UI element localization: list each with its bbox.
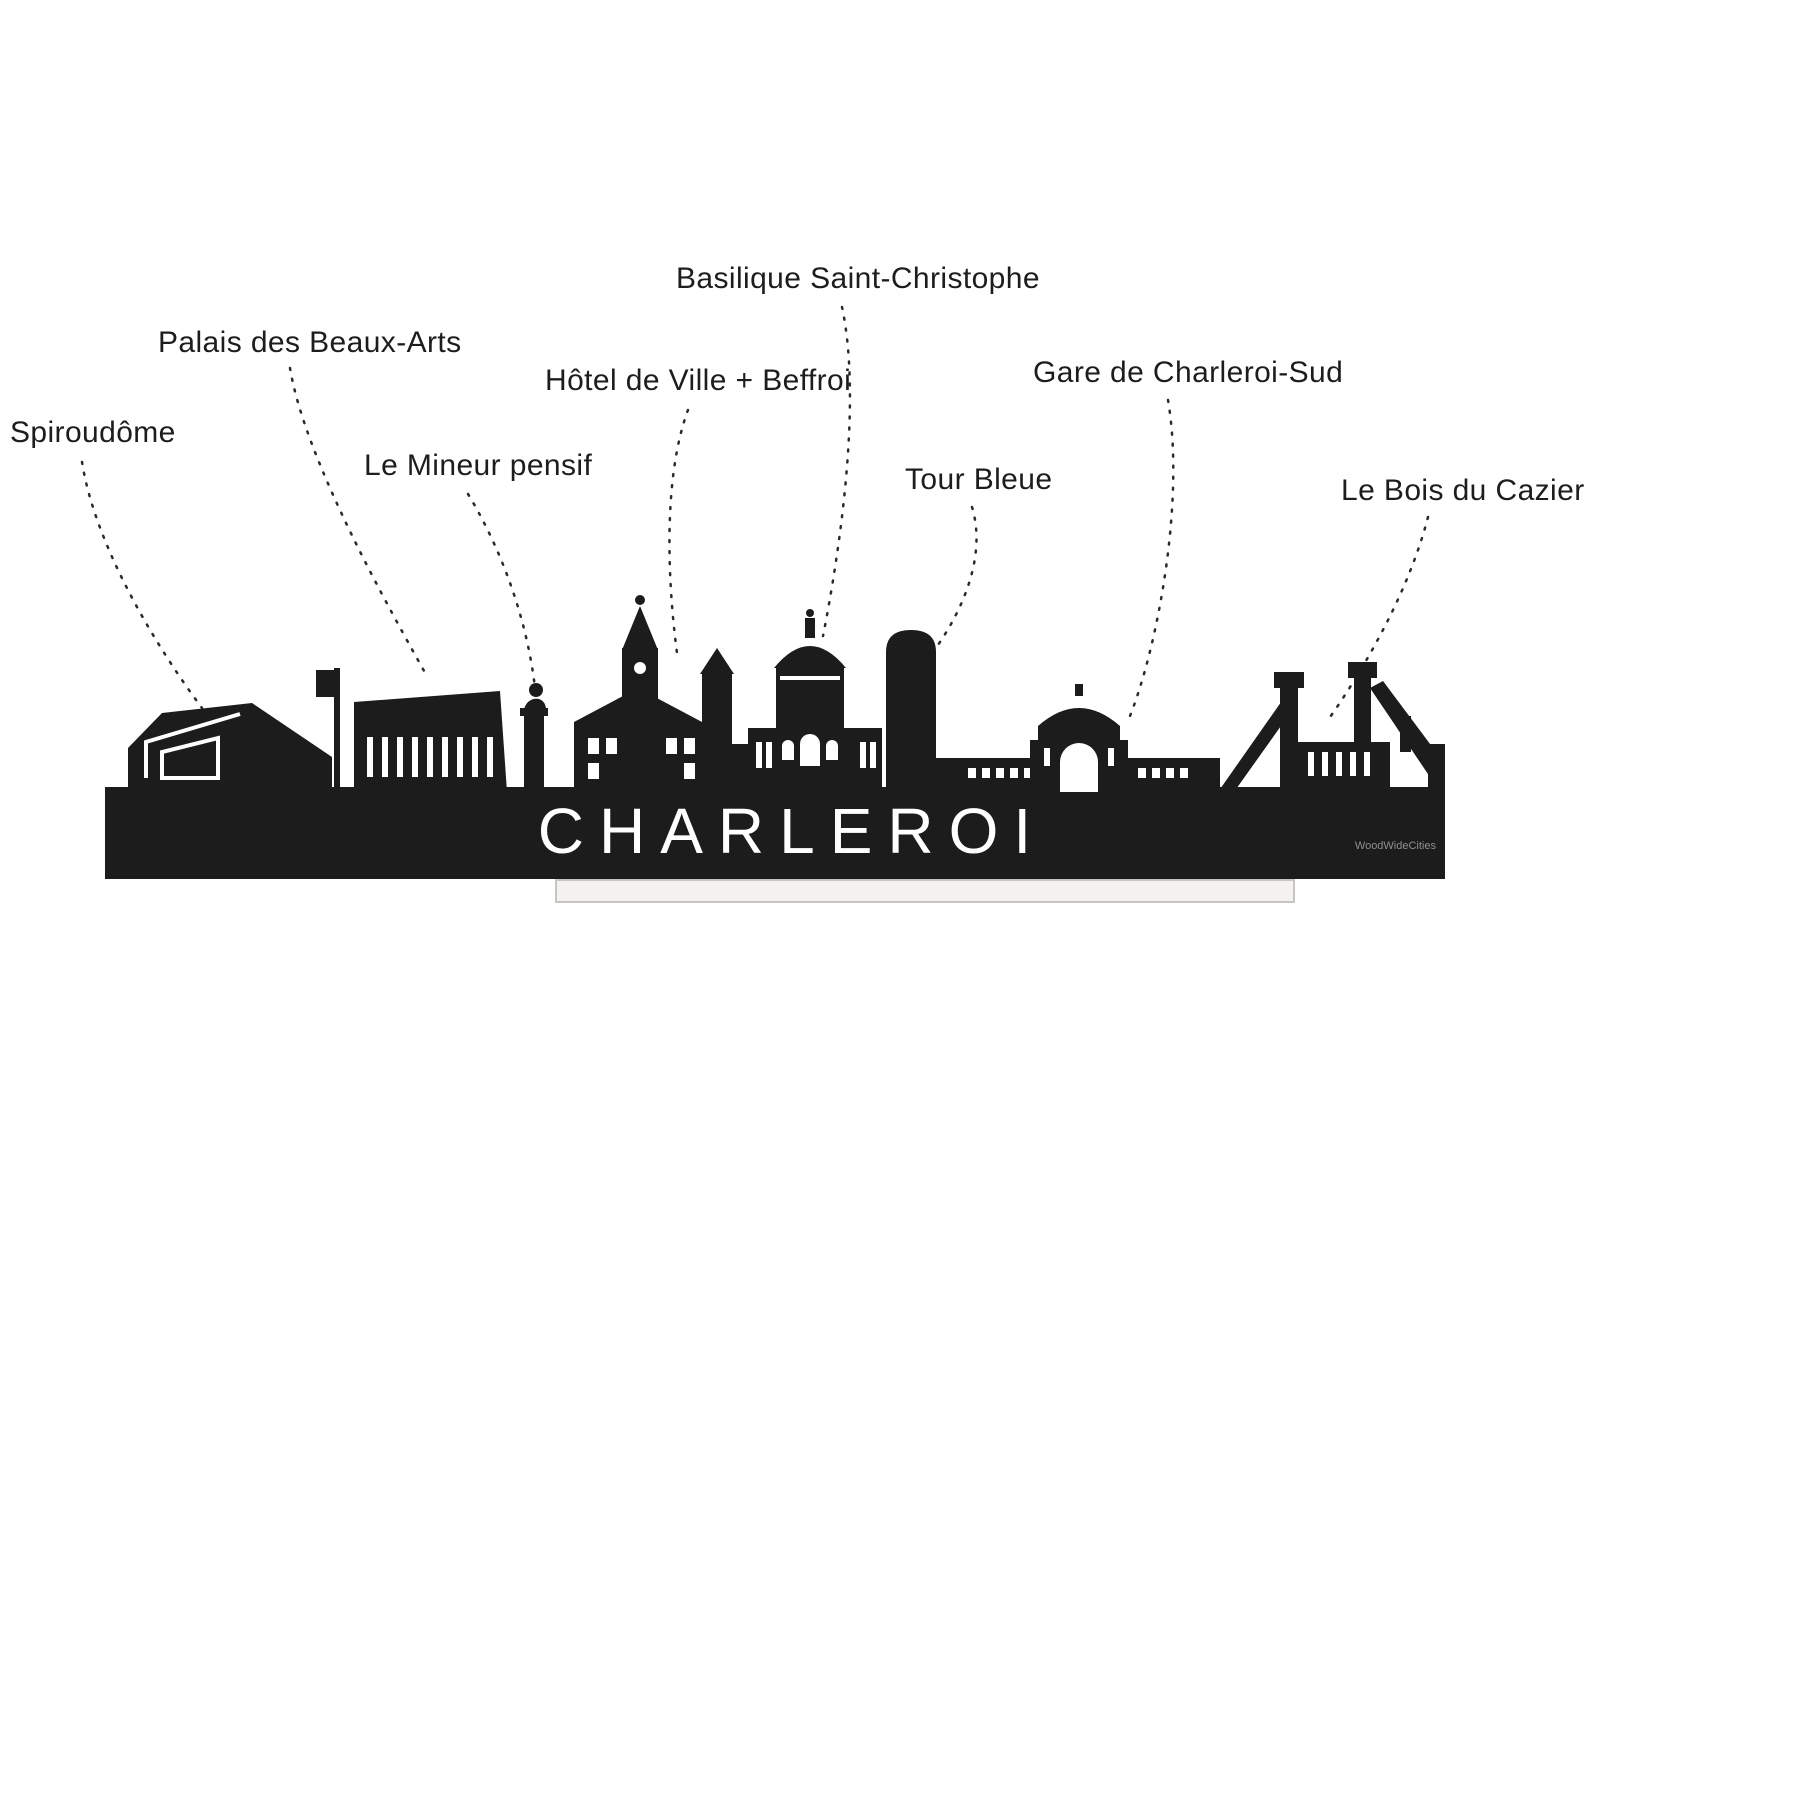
flag-pole-silhouette [316,668,340,792]
hotel-de-ville-beffroi-silhouette [574,595,754,798]
leader-line-le-mineur-pensif [466,492,538,700]
label-basilique-saint-christophe: Basilique Saint-Christophe [676,262,1040,295]
leader-line-spiroudome [80,460,204,710]
leader-line-basilique-saint-christophe [821,305,852,638]
maker-watermark: WoodWideCities [1355,840,1437,852]
palais-des-beaux-arts-silhouette [354,691,507,792]
label-gare-de-charleroi-sud: Gare de Charleroi-Sud [1033,356,1344,389]
leader-line-palais-des-beaux-arts [288,366,430,680]
label-spiroudome: Spiroudôme [10,416,176,449]
spiroudome-silhouette [128,703,332,792]
label-le-mineur-pensif: Le Mineur pensif [364,449,593,482]
label-tour-bleue: Tour Bleue [905,463,1053,496]
leader-line-tour-bleue [931,505,978,654]
city-title-cutout: CHARLEROI [538,795,1046,867]
le-mineur-pensif-silhouette [520,683,548,792]
gare-de-charleroi-sud-silhouette [1030,684,1128,792]
display-stand [555,879,1295,903]
leader-line-gare-de-charleroi-sud [1128,398,1175,718]
le-bois-du-cazier-silhouette [1218,662,1445,792]
label-palais-des-beaux-arts: Palais des Beaux-Arts [158,326,462,359]
leader-line-hotel-de-ville-beffroi [668,408,690,662]
leader-lines [80,305,1430,722]
skyline-silhouette: CHARLEROI WoodWideCities [105,595,1445,879]
label-le-bois-du-cazier: Le Bois du Cazier [1341,474,1585,507]
skyline-base [105,787,1445,879]
leader-line-le-bois-du-cazier [1326,515,1430,722]
tour-bleue-silhouette [886,630,936,792]
basilique-saint-christophe-silhouette [748,609,882,792]
label-hotel-de-ville-beffroi: Hôtel de Ville + Beffroi [545,364,852,397]
